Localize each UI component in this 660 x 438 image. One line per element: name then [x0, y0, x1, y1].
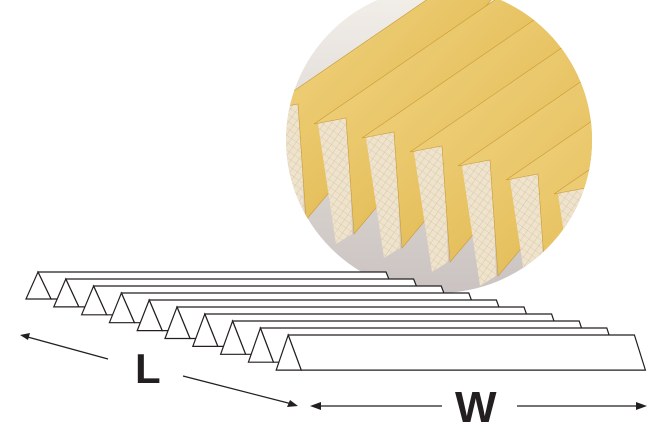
media-pleat — [553, 53, 592, 293]
media-backing — [414, 142, 448, 272]
length-arrow-right — [182, 375, 293, 405]
pleat-end — [80, 284, 108, 316]
media-backing — [558, 184, 592, 293]
arrowhead-icon — [20, 333, 30, 340]
arrowhead-icon — [310, 402, 321, 410]
width-dimension: W — [310, 383, 647, 432]
media-backing — [318, 114, 352, 244]
pleat-end — [191, 312, 219, 347]
length-label: L — [135, 345, 161, 392]
pleat-end — [219, 319, 247, 355]
media-backing — [462, 156, 496, 286]
pleat-end — [108, 291, 136, 324]
width-label: W — [455, 383, 497, 432]
pleat-end — [275, 333, 303, 371]
pleat-drawing — [25, 270, 647, 371]
pleat-end — [136, 298, 164, 332]
pleat-end — [247, 326, 275, 363]
arrowhead-icon — [287, 400, 298, 407]
arrowhead-icon — [636, 402, 647, 410]
pleat-face — [287, 334, 647, 371]
length-arrow-left — [23, 335, 109, 360]
media-backing — [366, 128, 400, 258]
pleat-end — [164, 305, 191, 340]
length-dimension: L — [20, 333, 298, 407]
pleat-end — [52, 277, 80, 308]
magnified-media-photo — [286, 0, 592, 293]
pleat — [275, 333, 647, 371]
pleat-end — [25, 270, 52, 300]
